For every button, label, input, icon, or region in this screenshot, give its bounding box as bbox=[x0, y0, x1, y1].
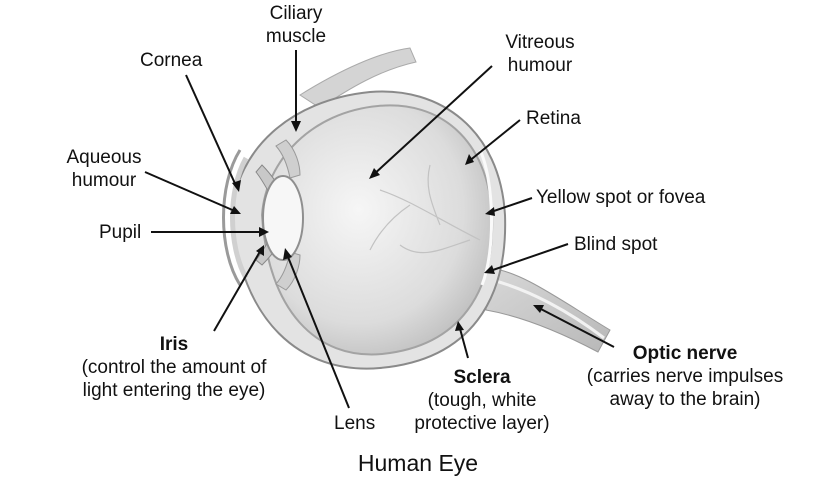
label-blind-spot: Blind spot bbox=[574, 234, 658, 255]
label-lens: Lens bbox=[334, 413, 376, 434]
label-pupil: Pupil bbox=[99, 222, 142, 243]
label-sclera: Sclera (tough, white protective layer) bbox=[396, 366, 568, 435]
diagram-caption: Human Eye bbox=[357, 450, 479, 476]
optic-nerve-shape bbox=[485, 267, 611, 353]
label-yellow-spot: Yellow spot or fovea bbox=[536, 187, 706, 208]
label-iris-name: Iris bbox=[159, 334, 189, 355]
label-vitreous-line2: humour bbox=[507, 55, 573, 76]
label-vitreous-humour: Vitreous humour bbox=[495, 31, 585, 77]
label-retina: Retina bbox=[526, 108, 581, 129]
label-iris-desc1: (control the amount of bbox=[81, 357, 267, 378]
label-cornea: Cornea bbox=[140, 50, 203, 71]
label-optic-nerve-desc2: away to the brain) bbox=[609, 389, 761, 410]
label-aqueous-line2: humour bbox=[71, 170, 137, 191]
cornea-shape bbox=[222, 149, 242, 286]
pointer-lines bbox=[144, 50, 615, 409]
eye-muscle-shape bbox=[299, 47, 417, 109]
lens-shape bbox=[262, 175, 304, 261]
label-sclera-desc2: protective layer) bbox=[414, 413, 550, 434]
label-sclera-desc1: (tough, white bbox=[427, 390, 537, 411]
label-aqueous-humour: Aqueous humour bbox=[58, 146, 150, 192]
label-vitreous-line1: Vitreous bbox=[505, 32, 575, 53]
label-aqueous-line1: Aqueous bbox=[66, 147, 142, 168]
pointer-arrowheads bbox=[230, 121, 544, 331]
label-optic-nerve-desc1: (carries nerve impulses bbox=[586, 366, 784, 387]
label-ciliary-muscle: Ciliary muscle bbox=[255, 2, 337, 48]
label-optic-nerve: Optic nerve (carries nerve impulses away… bbox=[568, 342, 802, 411]
label-sclera-name: Sclera bbox=[453, 367, 511, 388]
label-ciliary-muscle-line1: Ciliary bbox=[269, 3, 323, 24]
blood-vessels bbox=[369, 164, 481, 254]
label-iris-desc2: light entering the eye) bbox=[82, 380, 266, 401]
label-ciliary-muscle-line2: muscle bbox=[265, 26, 327, 47]
label-iris: Iris (control the amount of light enteri… bbox=[56, 333, 292, 402]
label-optic-nerve-name: Optic nerve bbox=[632, 343, 738, 364]
